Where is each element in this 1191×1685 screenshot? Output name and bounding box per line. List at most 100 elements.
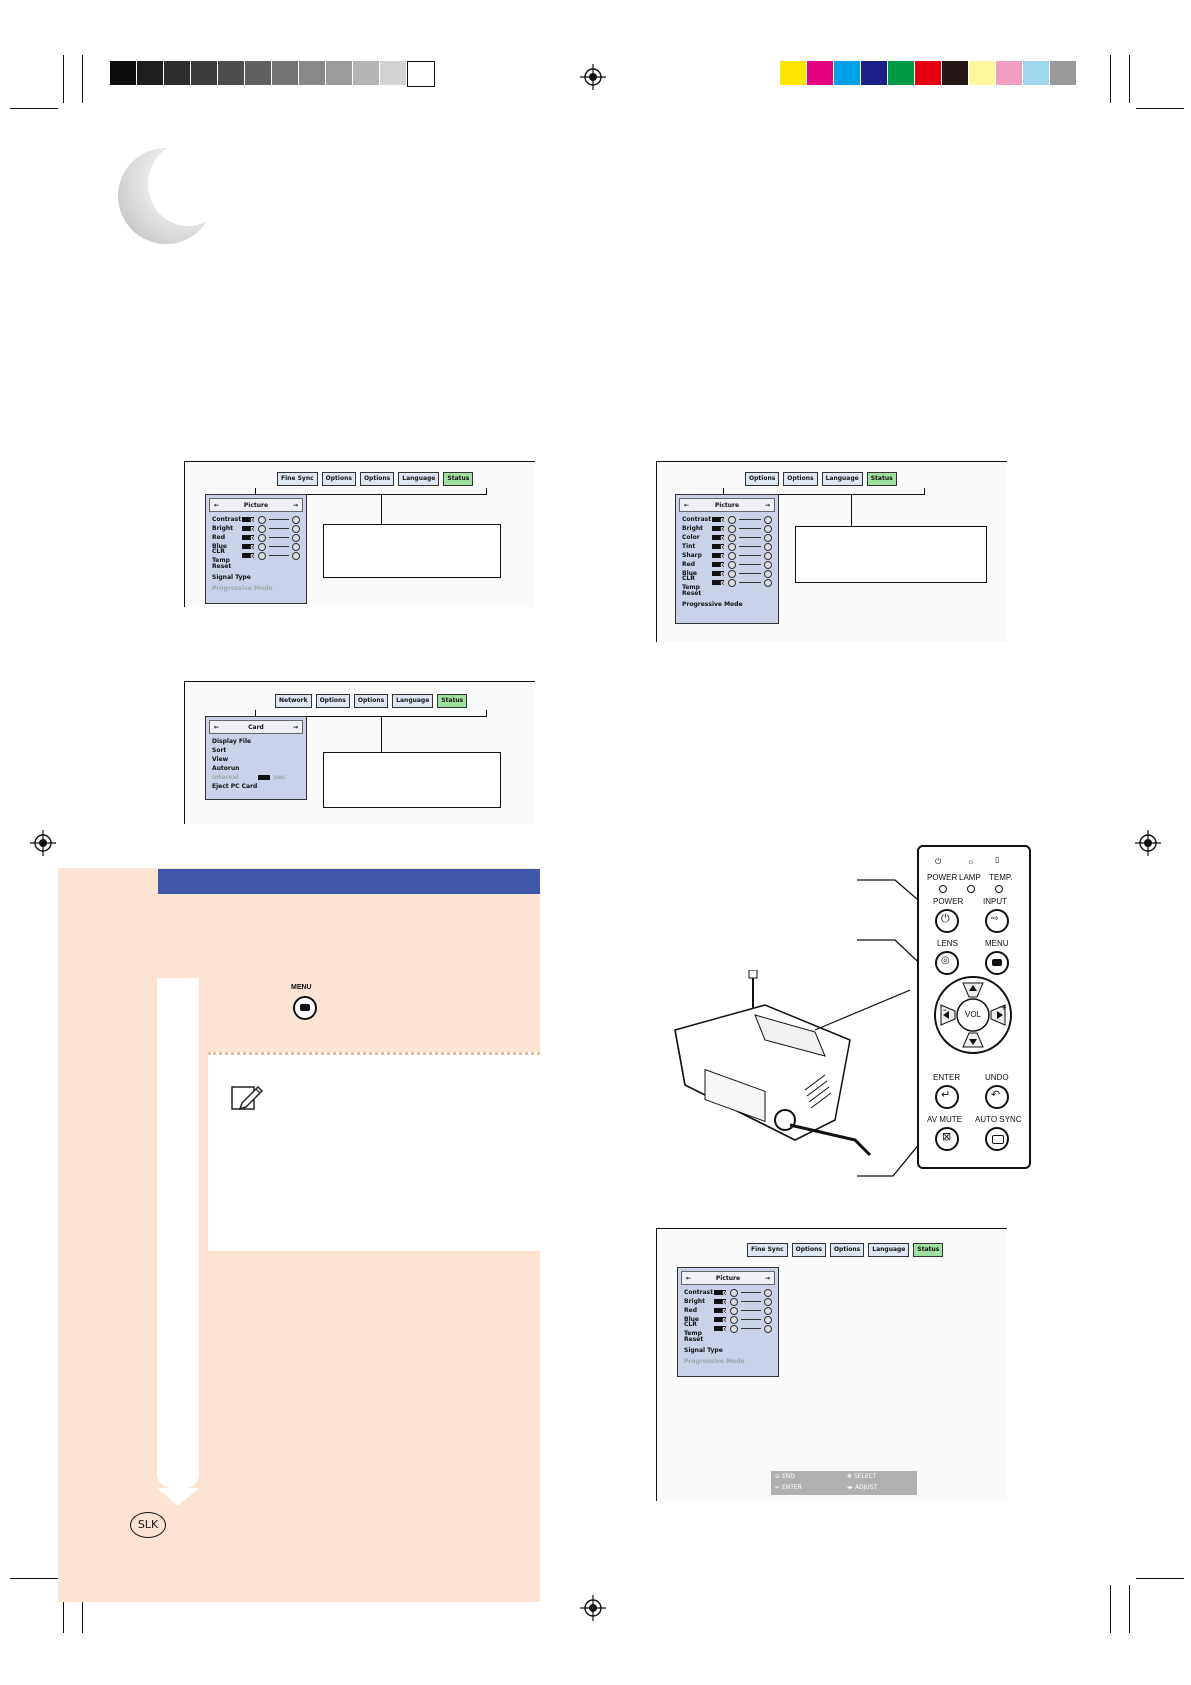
menu-tab[interactable]: Status: [866, 472, 897, 486]
value-box: 0: [712, 571, 724, 578]
menu-row[interactable]: Autorun: [206, 764, 306, 773]
slider-max-icon: [292, 524, 300, 533]
menu-row[interactable]: View: [206, 755, 306, 764]
menu-tab[interactable]: Options: [745, 472, 780, 486]
menu-tab[interactable]: Language: [392, 694, 434, 708]
slider-track[interactable]: [741, 1301, 761, 1302]
slk-logo: SLK: [130, 1512, 166, 1538]
arrow-left-icon[interactable]: ←: [686, 1274, 692, 1282]
av-mute-button[interactable]: ⊠: [935, 1127, 959, 1151]
menu-row[interactable]: Sort: [206, 746, 306, 755]
menu-tab[interactable]: Fine Sync: [747, 1243, 788, 1257]
slider-track[interactable]: [739, 528, 761, 529]
slider-max-icon: [764, 542, 772, 551]
menu-tab[interactable]: Options: [353, 694, 389, 708]
value-box: 0: [242, 535, 254, 542]
auto-sync-button[interactable]: [985, 1127, 1009, 1151]
menu-row[interactable]: Progressive Mode: [678, 1357, 778, 1366]
menu-tab[interactable]: Options: [321, 472, 356, 486]
menu-tab[interactable]: Fine Sync: [277, 472, 318, 486]
menu-row[interactable]: Progressive Mode: [676, 600, 778, 609]
power-button[interactable]: ⏻: [935, 909, 959, 933]
menu-tab[interactable]: Network: [275, 694, 312, 708]
menu-button[interactable]: [985, 951, 1009, 975]
slider-track[interactable]: [269, 519, 289, 520]
menu-tab[interactable]: Options: [783, 472, 818, 486]
menu-tab[interactable]: Language: [821, 472, 863, 486]
menu-tab[interactable]: Options: [359, 472, 395, 486]
slider-min-icon: [728, 515, 736, 524]
lamp-led: [967, 885, 975, 893]
slider-track[interactable]: [741, 1292, 761, 1293]
direction-pad[interactable]: [933, 975, 1013, 1055]
menu-row[interactable]: Eject PC Card: [206, 782, 306, 791]
menu-row[interactable]: Reset: [678, 1335, 778, 1344]
slider-track[interactable]: [739, 564, 761, 565]
slider-track[interactable]: [741, 1310, 761, 1311]
slider-track[interactable]: [269, 546, 289, 547]
slider-min-icon: [728, 560, 736, 569]
menu-row[interactable]: Signal Type: [206, 573, 306, 582]
slider-track[interactable]: [739, 573, 761, 574]
menu-row[interactable]: Reset: [676, 589, 778, 598]
menu-tab[interactable]: Options: [315, 694, 350, 708]
arrow-right-icon[interactable]: →: [764, 1274, 770, 1282]
menu-row-label: Sort: [212, 747, 227, 754]
menu-tab[interactable]: Language: [398, 472, 440, 486]
registration-mark-icon: [30, 830, 56, 856]
menu-tab[interactable]: Status: [913, 1243, 944, 1257]
enter-button[interactable]: ↵: [935, 1085, 959, 1109]
slider-track[interactable]: [739, 537, 761, 538]
input-button[interactable]: ⇨: [985, 909, 1009, 933]
arrow-right-icon[interactable]: →: [764, 501, 770, 509]
menu-row[interactable]: Reset: [206, 562, 306, 571]
crop-mark: [1129, 55, 1131, 103]
arrow-left-icon[interactable]: ←: [684, 501, 690, 509]
slider-track[interactable]: [739, 546, 761, 547]
slider-track[interactable]: [739, 519, 761, 520]
menu-tab[interactable]: Language: [868, 1243, 910, 1257]
arrow-right-icon[interactable]: →: [292, 723, 298, 731]
slider-track[interactable]: [269, 528, 289, 529]
menu-tab[interactable]: Options: [791, 1243, 826, 1257]
slider-track[interactable]: [269, 537, 289, 538]
menu-tab[interactable]: Status: [443, 472, 474, 486]
undo-button[interactable]: ↶: [985, 1085, 1009, 1109]
slider-track[interactable]: [269, 555, 289, 556]
menu-row-label: Color: [682, 534, 700, 541]
slider-track[interactable]: [739, 555, 761, 556]
arrow-left-icon[interactable]: ←: [214, 501, 220, 509]
menu-row-label: Red: [684, 1307, 697, 1314]
menu-row[interactable]: Display File: [206, 737, 306, 746]
lens-button[interactable]: ◎: [935, 951, 959, 975]
callout-line: [851, 494, 853, 526]
arrow-left-icon[interactable]: ←: [214, 723, 220, 731]
menu-tab[interactable]: Status: [437, 694, 468, 708]
arrow-right-icon[interactable]: →: [292, 501, 298, 509]
slider-track[interactable]: [741, 1328, 761, 1329]
slider-track[interactable]: [741, 1319, 761, 1320]
menu-row[interactable]: Signal Type: [678, 1346, 778, 1355]
menu-row[interactable]: Progressive Mode: [206, 584, 306, 593]
slider-track[interactable]: [739, 582, 761, 583]
menu-tab[interactable]: Options: [829, 1243, 865, 1257]
